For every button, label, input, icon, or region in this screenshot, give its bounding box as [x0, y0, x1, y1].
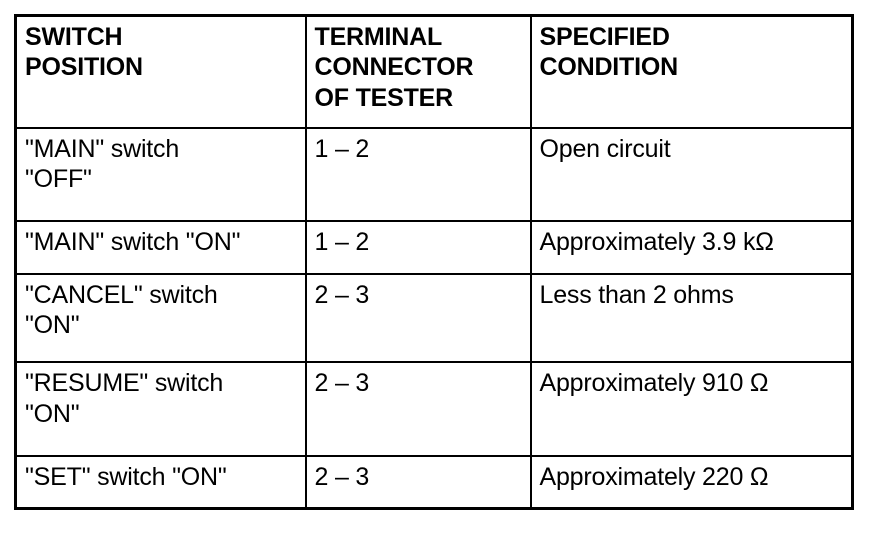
column-header-switch-position: SWITCH POSITION: [15, 15, 307, 129]
table-body: "MAIN" switch "OFF" 1 – 2 Open circuit "…: [15, 127, 853, 509]
table-row: "RESUME" switch "ON" 2 – 3 Approximately…: [15, 362, 853, 458]
cell-terminal-connector: 2 – 3: [305, 273, 532, 364]
cell-switch-position: "MAIN" switch "OFF": [15, 127, 307, 223]
cell-switch-position: "CANCEL" switch "ON": [15, 273, 307, 364]
switch-inspection-table: SWITCH POSITION TERMINAL CONNECTOR OF TE…: [14, 14, 854, 510]
column-header-specified-condition: SPECIFIED CONDITION: [530, 15, 853, 129]
cell-switch-position: "RESUME" switch "ON": [15, 362, 307, 458]
table-header: SWITCH POSITION TERMINAL CONNECTOR OF TE…: [15, 15, 853, 129]
cell-terminal-connector: 1 – 2: [305, 221, 532, 275]
cell-terminal-connector: 2 – 3: [305, 362, 532, 458]
table-row: "MAIN" switch "ON" 1 – 2 Approximately 3…: [15, 221, 853, 275]
cell-specified-condition: Approximately 3.9 kΩ: [530, 221, 853, 275]
cell-switch-position: "SET" switch "ON": [15, 456, 307, 509]
cell-specified-condition: Open circuit: [530, 127, 853, 223]
table-row: "MAIN" switch "OFF" 1 – 2 Open circuit: [15, 127, 853, 223]
cell-specified-condition: Less than 2 ohms: [530, 273, 853, 364]
cell-switch-position: "MAIN" switch "ON": [15, 221, 307, 275]
cell-specified-condition: Approximately 220 Ω: [539, 463, 769, 492]
cell-terminal-connector: 1 – 2: [305, 127, 532, 223]
table-row: "SET" switch "ON" 2 – 3 Approximately 22…: [15, 456, 853, 509]
table-header-row: SWITCH POSITION TERMINAL CONNECTOR OF TE…: [15, 15, 853, 129]
cell-terminal-connector: 2 – 3: [305, 456, 532, 509]
table-row: "CANCEL" switch "ON" 2 – 3 Less than 2 o…: [15, 273, 853, 364]
column-header-terminal-connector: TERMINAL CONNECTOR OF TESTER: [305, 15, 532, 129]
cell-specified-condition: Approximately 910 Ω: [530, 362, 853, 458]
